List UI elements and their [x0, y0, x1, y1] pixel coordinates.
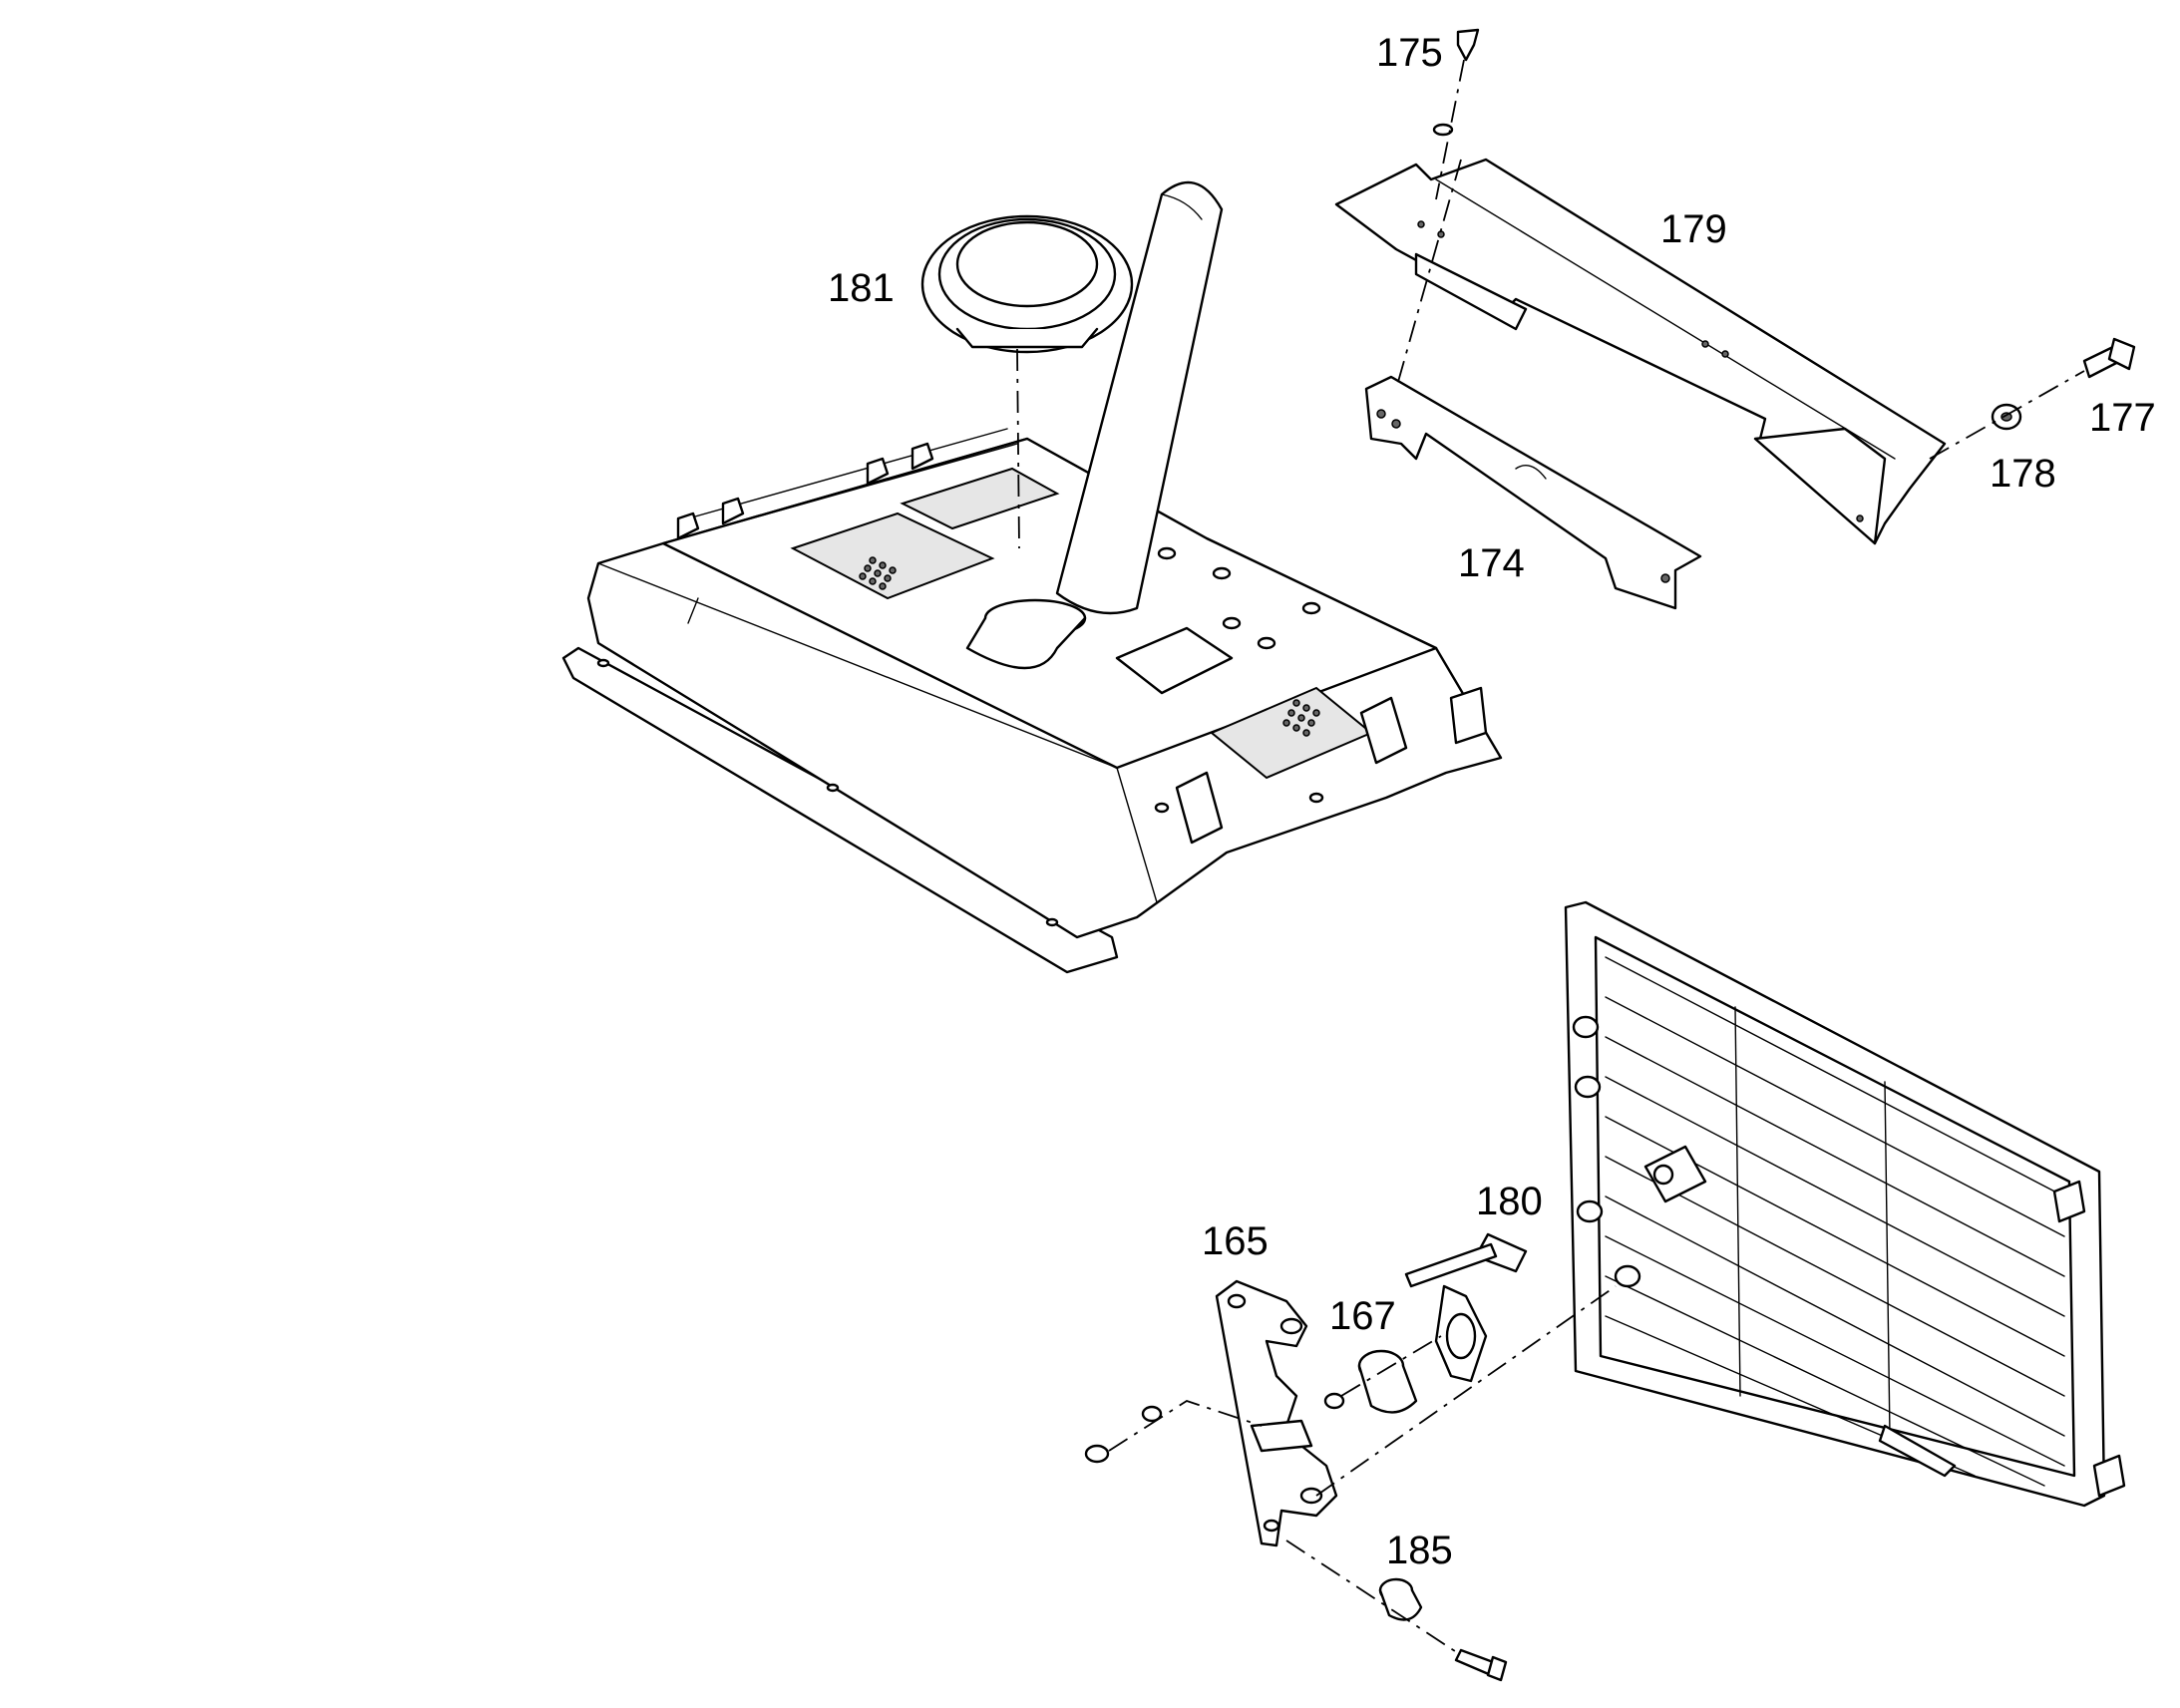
hood-housing [561, 428, 1503, 974]
leader-nut [1108, 1400, 1263, 1452]
callout-180: 180 [1476, 1180, 1543, 1223]
callout-175: 175 [1376, 31, 1443, 75]
bracket-174 [1364, 375, 1702, 610]
callout-167: 167 [1329, 1294, 1396, 1338]
screw-185 [1454, 1648, 1508, 1682]
spacer-167 [1323, 1349, 1418, 1414]
grille [1564, 900, 2126, 1508]
callout-181: 181 [828, 266, 895, 310]
plate-180 [1434, 1284, 1488, 1383]
bolt-177 [2082, 337, 2136, 379]
bolt-180 [1404, 1232, 1528, 1288]
callout-185: 185 [1386, 1529, 1453, 1572]
bracket-165 [1215, 1279, 1338, 1547]
shield-179 [1334, 158, 1947, 545]
spacer-185 [1378, 1577, 1423, 1621]
callout-177: 177 [2089, 396, 2156, 440]
leader-167 [1340, 1335, 1442, 1397]
vent-mesh-left [859, 556, 897, 590]
leader-185 [1285, 1539, 1462, 1656]
callout-178: 178 [1990, 452, 2056, 496]
leader-181 [1016, 348, 1020, 549]
nut-washer-left [1084, 1405, 1163, 1464]
callout-179: 179 [1660, 207, 1727, 251]
callout-174: 174 [1458, 541, 1525, 585]
washer-178 [1991, 403, 2022, 431]
vent-mesh-right [1282, 699, 1320, 737]
leader-grille [1315, 1285, 1617, 1497]
screw-175 [1432, 28, 1480, 137]
leader-174-179 [1395, 159, 1462, 390]
leader-177-178 [1929, 370, 2085, 460]
cap-181 [920, 214, 1134, 354]
intake-pipe [1055, 180, 1224, 615]
callout-165: 165 [1202, 1219, 1269, 1263]
